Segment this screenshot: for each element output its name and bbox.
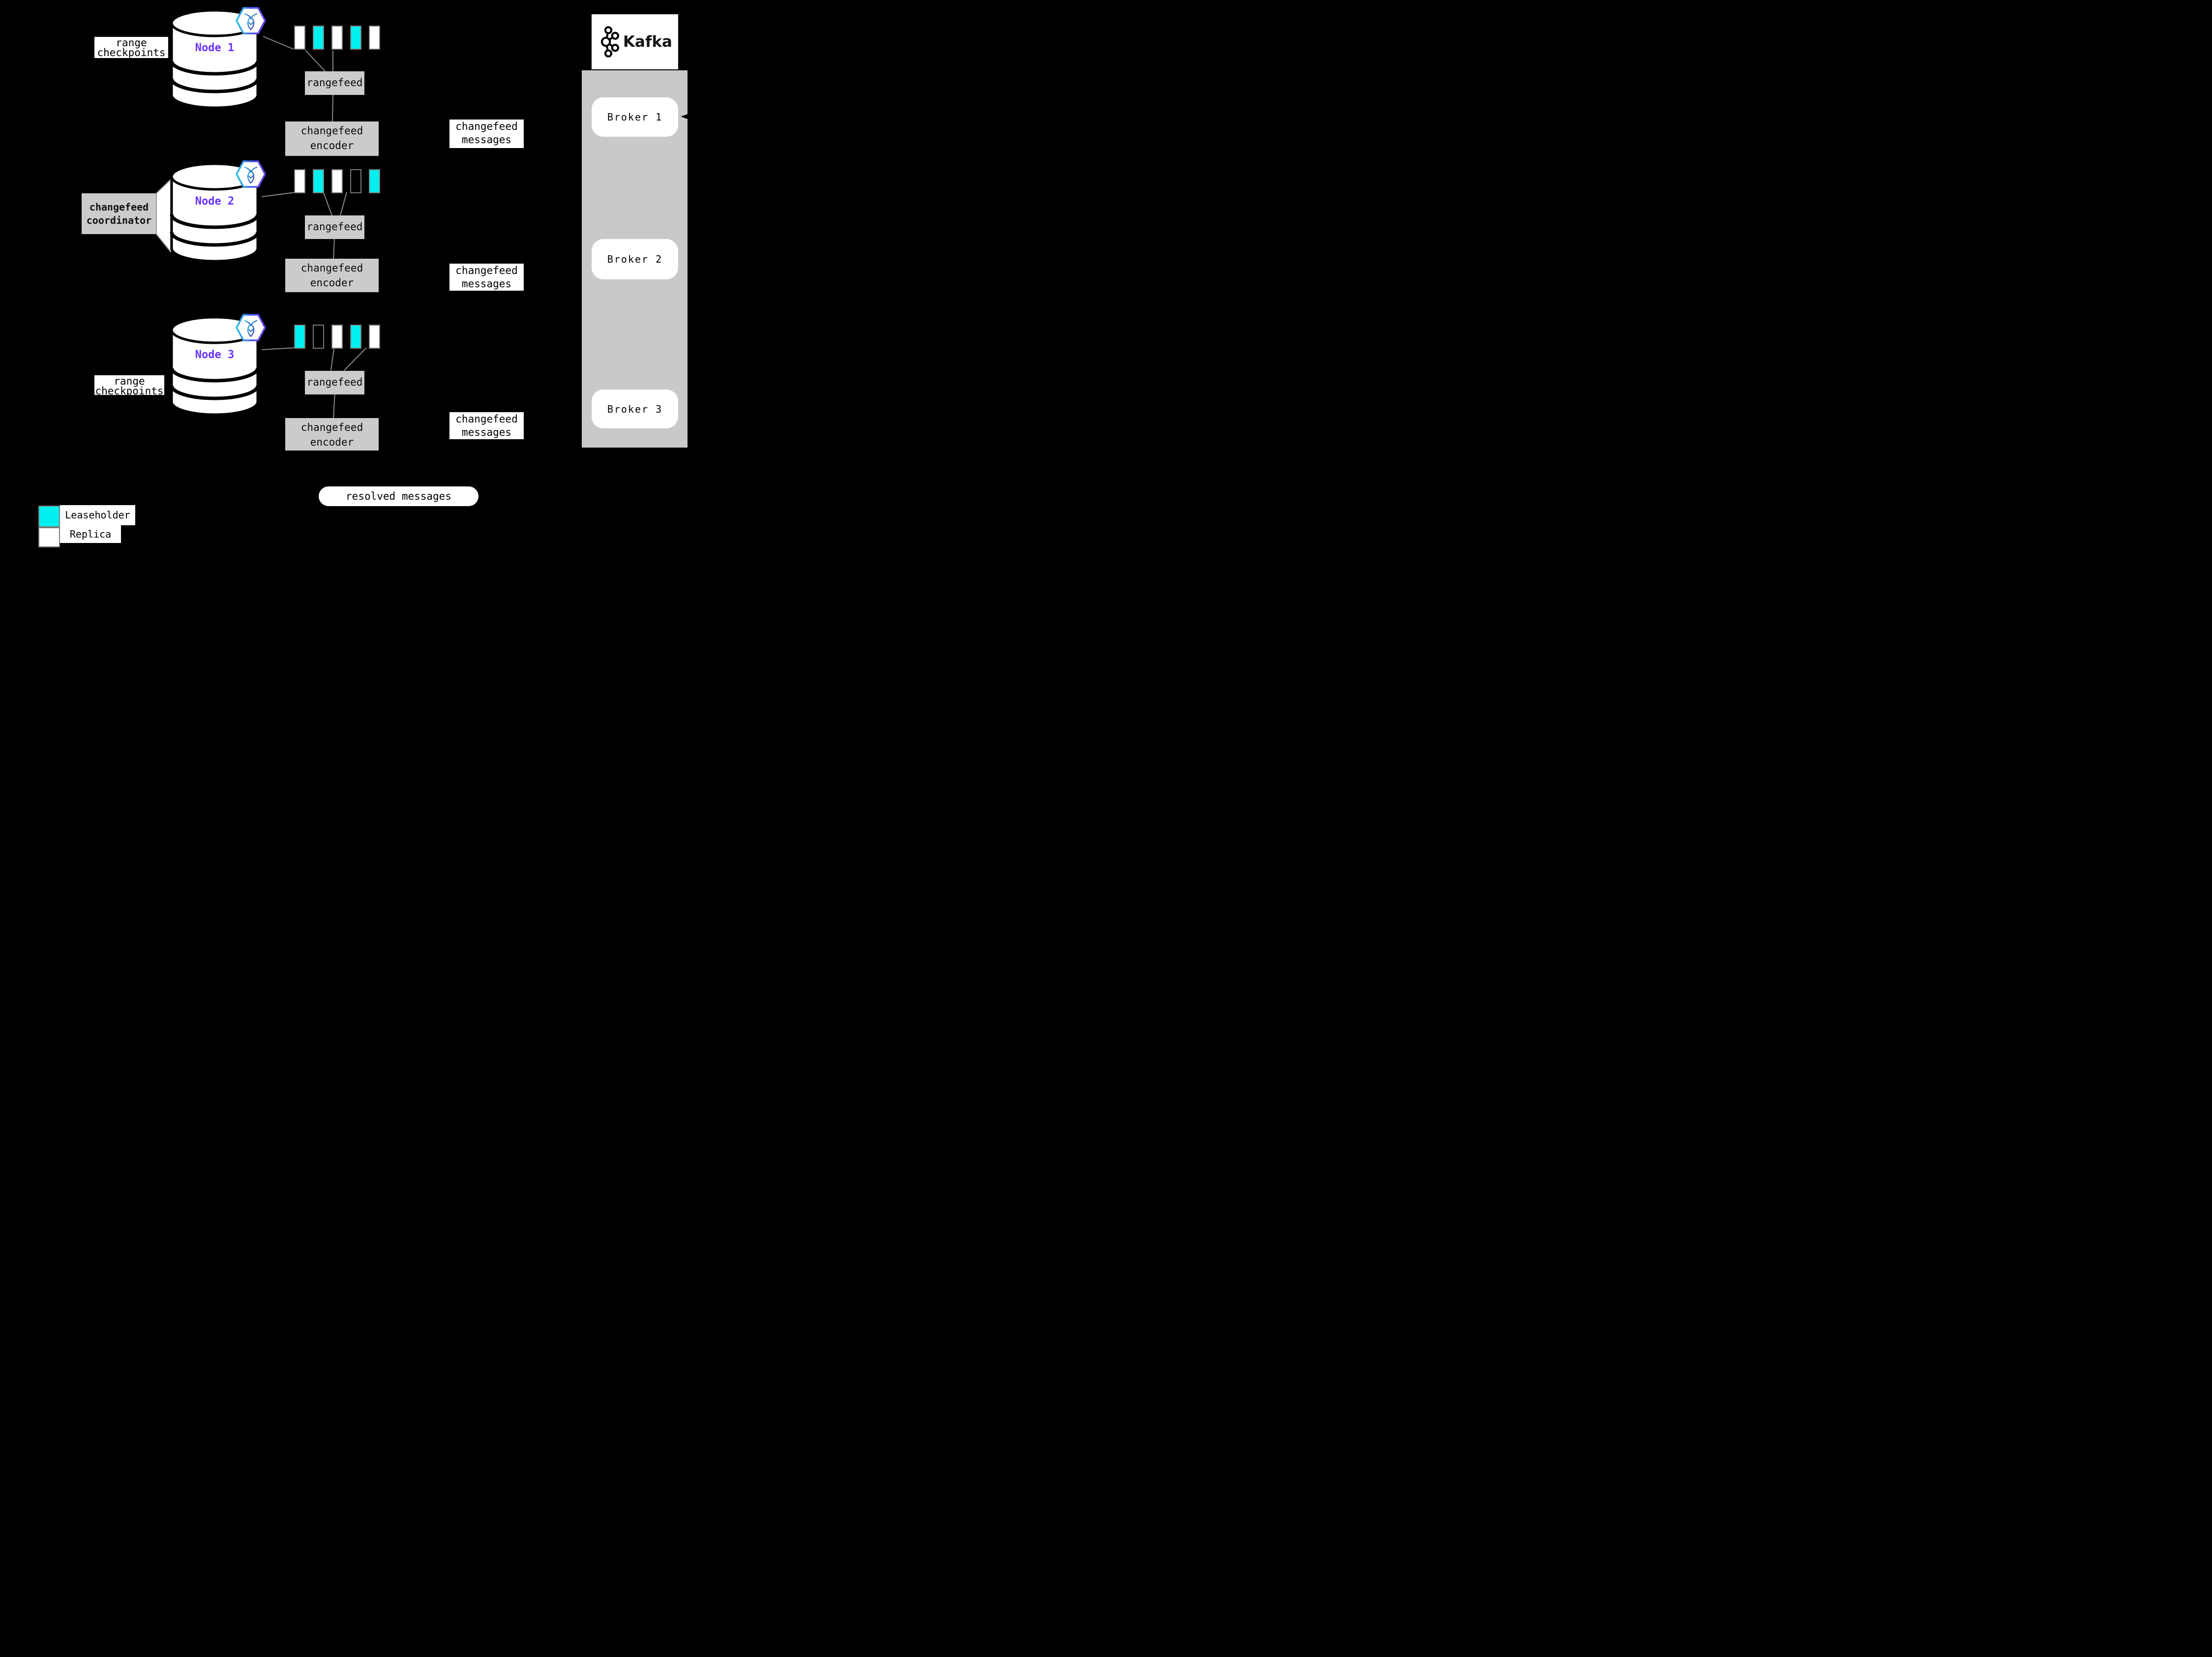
kafka-logo-box: Kafka: [592, 14, 678, 69]
legend-replica-swatch: [38, 527, 60, 547]
range-square: [369, 169, 380, 193]
broker-2-label: Broker 2: [607, 253, 663, 265]
encoder-line2: encoder: [310, 140, 354, 151]
changefeed-coordinator-line1: changefeed: [89, 201, 149, 213]
changefeed-kafka-diagram: Kafka Broker 1 Broker 2 Broker 3 changef…: [0, 0, 737, 552]
node-2-ranges: [294, 169, 380, 193]
range-square: [294, 325, 305, 349]
messages-line2: messages: [461, 278, 512, 290]
range-square: [313, 26, 324, 50]
cockroachdb-icon-node2: [236, 160, 266, 188]
coordinator-flag: [156, 178, 171, 253]
range-square: [313, 169, 324, 193]
node-3-cylinder: [170, 316, 260, 416]
node-2-label: Node 2: [195, 195, 235, 208]
messages-line2: messages: [461, 426, 512, 438]
changefeed-coordinator-box: changefeed coordinator: [82, 193, 156, 234]
rangefeed-box-node3: rangefeed: [305, 371, 364, 394]
range-square: [294, 169, 305, 193]
kafka-icon: [600, 26, 620, 58]
range-square: [369, 26, 380, 50]
changefeed-encoder-box-node1: changefeed encoder: [285, 121, 379, 156]
range-square: [350, 26, 361, 50]
legend-leaseholder-label: Leaseholder: [60, 505, 135, 525]
messages-line1: changefeed: [455, 413, 518, 425]
rangefeed-box-node2: rangefeed: [305, 215, 364, 239]
broker-1-label: Broker 1: [607, 111, 663, 123]
node-3-label: Node 3: [195, 349, 235, 361]
encoder-line2: encoder: [310, 436, 354, 448]
kafka-title: Kafka: [623, 33, 672, 51]
resolved-messages-pill: resolved messages: [319, 486, 478, 506]
range-checkpoints-line1: range: [116, 37, 147, 49]
range-square: [294, 26, 305, 50]
cockroachdb-icon-node3: [236, 314, 266, 341]
node-1-label: Node 1: [195, 42, 235, 54]
range-square: [350, 325, 361, 349]
encoder-line1: changefeed: [300, 125, 363, 137]
broker-1: Broker 1: [592, 97, 678, 137]
changefeed-messages-label-3: changefeed messages: [449, 412, 524, 439]
range-checkpoints-line1: range: [114, 375, 145, 387]
node-2-cylinder: [170, 162, 260, 263]
cockroachdb-icon-node1: [236, 7, 266, 34]
broker-3: Broker 3: [592, 390, 678, 428]
range-square: [350, 169, 361, 193]
changefeed-encoder-box-node2: changefeed encoder: [285, 259, 379, 292]
node-1-cylinder: [170, 9, 260, 109]
connector-lines: [261, 36, 367, 419]
diagram-artwork: [77, 7, 690, 419]
broker-3-label: Broker 3: [607, 403, 663, 415]
broker-2: Broker 2: [592, 239, 678, 279]
changefeed-messages-label-1: changefeed messages: [449, 120, 524, 148]
messages-line1: changefeed: [455, 121, 518, 132]
range-checkpoints-label-node3: range checkpoints: [94, 375, 164, 395]
range-square: [331, 26, 343, 50]
messages-line2: messages: [461, 134, 512, 146]
range-square: [331, 325, 343, 349]
range-checkpoints-label-node1: range checkpoints: [94, 37, 168, 58]
range-checkpoints-line2: checkpoints: [97, 47, 166, 58]
range-square: [369, 325, 380, 349]
messages-line1: changefeed: [455, 265, 518, 276]
encoder-line2: encoder: [310, 277, 354, 289]
broker-1-arrowhead: [681, 113, 690, 120]
node-3-ranges: [294, 325, 380, 349]
encoder-line1: changefeed: [300, 422, 363, 433]
rangefeed-box-node1: rangefeed: [305, 71, 364, 95]
range-checkpoints-line2: checkpoints: [95, 385, 164, 395]
changefeed-messages-label-2: changefeed messages: [449, 264, 524, 291]
changefeed-coordinator-line2: coordinator: [86, 214, 152, 226]
encoder-line1: changefeed: [300, 262, 363, 274]
range-square: [331, 169, 343, 193]
legend-leaseholder-swatch: [38, 506, 60, 527]
range-square: [313, 325, 324, 349]
changefeed-encoder-box-node3: changefeed encoder: [285, 418, 379, 451]
coordinator-arrowhead: [77, 244, 82, 249]
legend-replica-label: Replica: [60, 525, 121, 543]
node-1-ranges: [294, 26, 380, 50]
